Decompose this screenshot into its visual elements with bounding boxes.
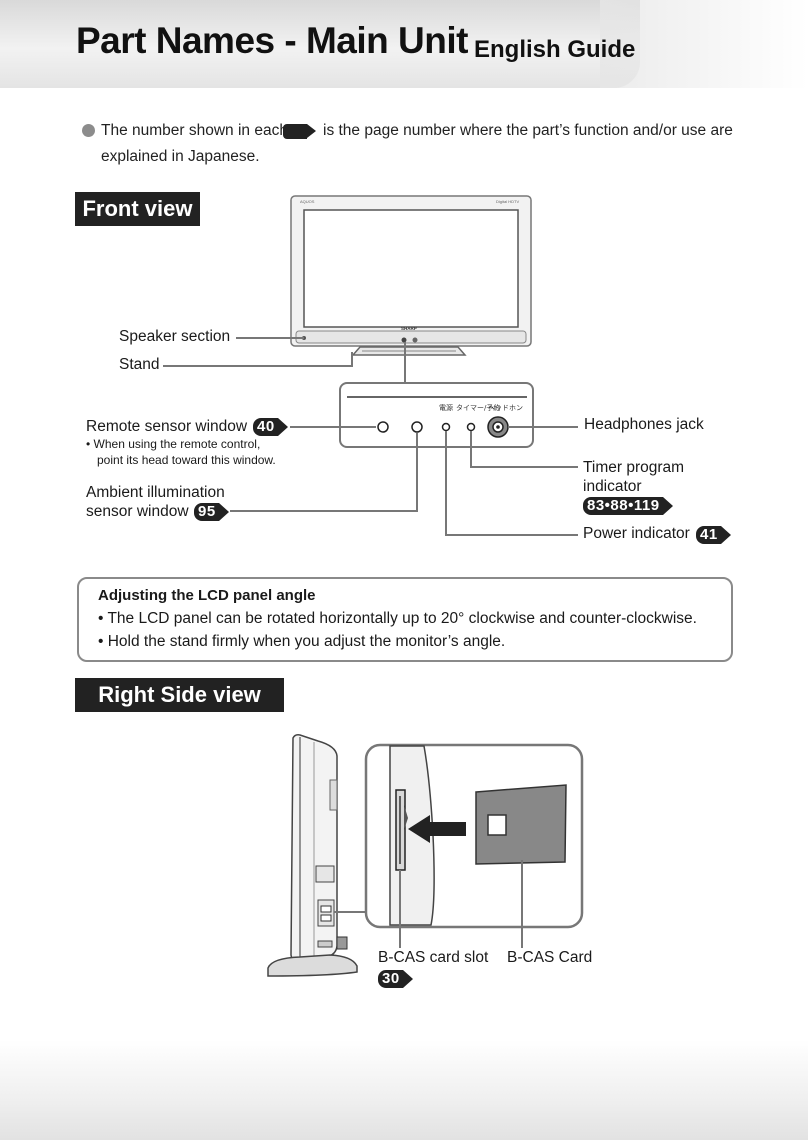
remote-sensor-window — [377, 421, 389, 433]
label-ambient-line-1: Ambient illumination — [86, 484, 225, 501]
page-badge-timer: 83•88•119 — [583, 497, 673, 515]
page-tag-icon — [283, 124, 307, 139]
side-view-diagram — [267, 734, 584, 977]
power-indicator-led — [441, 422, 451, 432]
page-number-power: 41 — [696, 526, 721, 544]
tv-screen — [303, 209, 519, 328]
control-panel-zoom — [339, 382, 534, 448]
tv-side-stand — [267, 954, 358, 977]
label-b-cas-slot: B-CAS card slot — [378, 949, 489, 966]
label-stand: Stand — [119, 356, 160, 373]
note-text-after: is the page number where the part’s func… — [323, 122, 733, 139]
header-fade — [600, 0, 808, 88]
page-number-slot: 30 — [378, 970, 403, 988]
tv-brand-logo: SHARP — [401, 326, 417, 331]
note-text-line2: explained in Japanese. — [101, 148, 260, 165]
note-text-before: The number shown in each — [101, 122, 288, 139]
panel-power-jp: 電源 — [439, 403, 453, 412]
page-tag-tip-icon — [307, 124, 316, 138]
stand-leader — [163, 352, 353, 367]
timer-indicator-led — [466, 422, 476, 432]
front-view-diagram: AQUOS Digital HDTV SHARP 電源 タイマー/予約 ヘッドホ… — [163, 195, 578, 536]
label-remote-sensor: Remote sensor window — [86, 418, 248, 435]
label-ambient-line-2: sensor window — [86, 503, 189, 520]
label-headphones-jack: Headphones jack — [584, 416, 704, 433]
page-title: Part Names - Main Unit — [76, 20, 468, 61]
page-number-timer: 83•88•119 — [583, 497, 663, 515]
page-subtitle: English Guide — [474, 36, 636, 63]
adjust-info-box — [77, 577, 733, 662]
label-speaker-section: Speaker section — [119, 328, 231, 345]
panel-headphone-jp: ヘッドホン — [488, 404, 523, 412]
tv-front-sensor — [412, 337, 418, 343]
tv-brand-small: AQUOS — [300, 199, 315, 204]
timer-leader — [470, 431, 578, 468]
bullet-icon — [82, 124, 95, 137]
insert-arrow-icon — [408, 815, 466, 843]
adjust-title: Adjusting the LCD panel angle — [98, 587, 316, 604]
page-badge-ambient: 95 — [194, 503, 229, 521]
page-number-ambient: 95 — [194, 503, 219, 521]
label-timer-line-1: Timer program — [583, 459, 685, 476]
page-number-remote: 40 — [253, 418, 278, 436]
remote-note-line-2: point its head toward this window. — [97, 453, 276, 467]
ambient-sensor-window — [411, 421, 423, 433]
remote-note-line-1: • When using the remote control, — [86, 437, 261, 451]
page-badge-remote: 40 — [253, 418, 288, 436]
ambient-leader — [230, 433, 418, 512]
card-chip — [487, 814, 507, 836]
page-badge-power: 41 — [696, 526, 731, 544]
adjust-item: • The LCD panel can be rotated horizonta… — [98, 610, 697, 627]
side-view-heading: Right Side view — [75, 678, 284, 712]
label-b-cas-card: B-CAS Card — [507, 949, 593, 966]
footer-band — [0, 1040, 808, 1140]
b-cas-card-shape — [475, 784, 567, 865]
front-view-heading: Front view — [75, 192, 200, 226]
label-timer-line-2: indicator — [583, 478, 642, 495]
panel-timer-jp: タイマー/予約 — [456, 403, 500, 412]
adjust-item: • Hold the stand firmly when you adjust … — [98, 633, 506, 650]
power-leader — [445, 431, 578, 536]
page-badge-slot: 30 — [378, 970, 413, 988]
tv-model-small: Digital HDTV — [496, 199, 519, 204]
header-band — [0, 0, 640, 88]
tv-front-indicator — [401, 337, 407, 343]
label-power-indicator: Power indicator — [583, 525, 690, 542]
